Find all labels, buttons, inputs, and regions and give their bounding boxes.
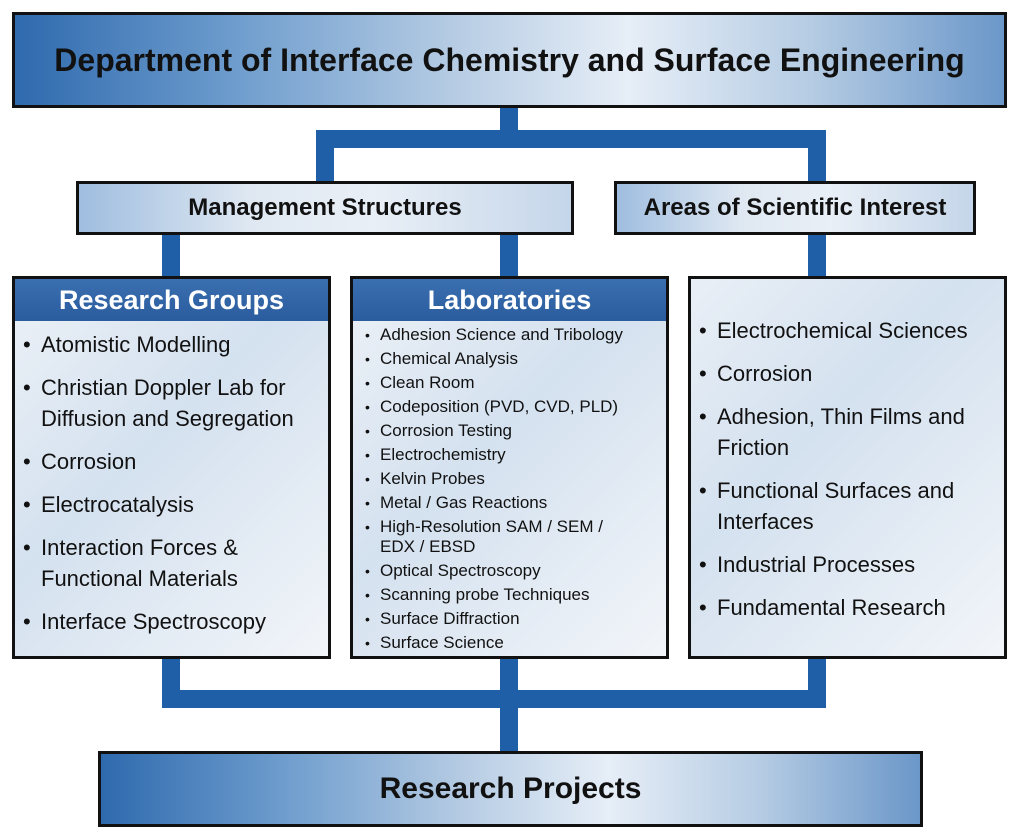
research-groups-title: Research Groups — [15, 279, 328, 323]
list-item: Functional Surfaces and Interfaces — [691, 475, 974, 537]
list-item: High-Resolution SAM / SEM / EDX / EBSD — [353, 517, 636, 557]
list-item: Clean Room — [353, 373, 636, 393]
list-item: Electrochemistry — [353, 445, 636, 465]
list-item: Corrosion Testing — [353, 421, 636, 441]
connector-mgmt-center — [500, 232, 518, 278]
list-item: Optical Spectroscopy — [353, 561, 636, 581]
connector-top-bar — [316, 130, 826, 148]
areas-of-interest-label: Areas of Scientific Interest — [643, 194, 947, 221]
list-item: Electrocatalysis — [15, 489, 320, 520]
list-item: Kelvin Probes — [353, 469, 636, 489]
laboratories-title: Laboratories — [353, 279, 666, 323]
laboratories-panel: Laboratories Adhesion Science and Tribol… — [350, 276, 669, 659]
list-item: Christian Doppler Lab for Diffusion and … — [15, 372, 320, 434]
list-item: Corrosion — [15, 446, 320, 477]
research-groups-list: Atomistic Modelling Christian Doppler La… — [15, 321, 328, 637]
management-structures-box: Management Structures — [76, 181, 574, 235]
connector-left-drop — [316, 130, 334, 182]
laboratories-body: Adhesion Science and Tribology Chemical … — [353, 321, 666, 656]
list-item: Adhesion Science and Tribology — [353, 325, 636, 345]
list-item: Surface Diffraction — [353, 609, 636, 629]
management-structures-label: Management Structures — [188, 194, 462, 221]
list-item: Fundamental Research — [691, 592, 974, 623]
list-item: Interaction Forces & Functional Material… — [15, 532, 320, 594]
list-item: Metal / Gas Reactions — [353, 493, 636, 513]
list-item: Interface Spectroscopy — [15, 606, 320, 637]
connector-mgmt-left — [162, 232, 180, 278]
list-item: Codeposition (PVD, CVD, PLD) — [353, 397, 636, 417]
laboratories-list: Adhesion Science and Tribology Chemical … — [353, 321, 666, 653]
list-item: Electrochemical Sciences — [691, 315, 974, 346]
research-projects-label: Research Projects — [379, 772, 642, 805]
research-projects-box: Research Projects — [98, 751, 923, 827]
research-groups-body: Atomistic Modelling Christian Doppler La… — [15, 321, 328, 656]
areas-panel: Electrochemical Sciences Corrosion Adhes… — [688, 276, 1007, 659]
connector-bottom-bar — [162, 690, 826, 708]
areas-of-interest-box: Areas of Scientific Interest — [614, 181, 976, 235]
list-item: Surface Science — [353, 633, 636, 653]
areas-list: Electrochemical Sciences Corrosion Adhes… — [691, 279, 1004, 623]
list-item: Corrosion — [691, 358, 974, 389]
list-item: Adhesion, Thin Films and Friction — [691, 401, 974, 463]
connector-areas — [808, 232, 826, 278]
list-item: Scanning probe Techniques — [353, 585, 636, 605]
list-item: Atomistic Modelling — [15, 329, 320, 360]
list-item: Industrial Processes — [691, 549, 974, 580]
department-title: Department of Interface Chemistry and Su… — [54, 41, 965, 78]
research-groups-panel: Research Groups Atomistic Modelling Chri… — [12, 276, 331, 659]
connector-right-drop — [808, 130, 826, 182]
list-item: Chemical Analysis — [353, 349, 636, 369]
department-box: Department of Interface Chemistry and Su… — [12, 12, 1007, 108]
